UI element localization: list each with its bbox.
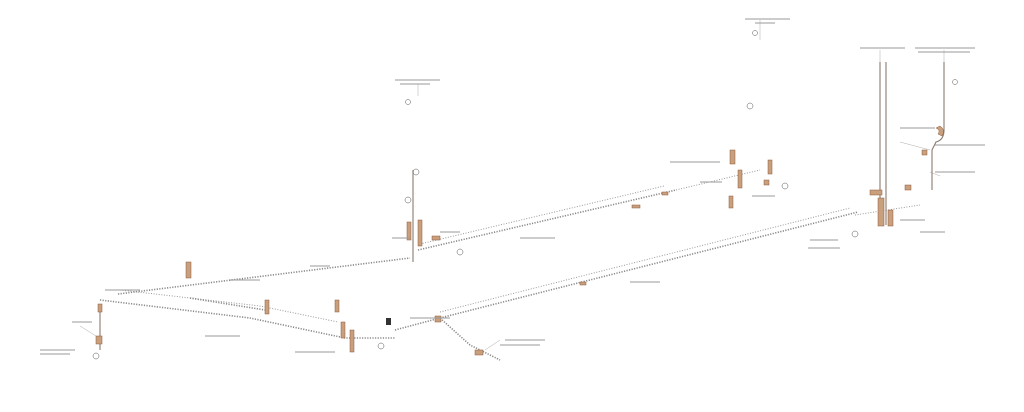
fitting — [921, 149, 928, 156]
fitting — [661, 191, 669, 196]
fitting — [431, 235, 441, 241]
fitting — [904, 184, 912, 191]
fitting — [729, 149, 736, 165]
pipe-run-lower-left-2 — [119, 289, 339, 323]
fixture-symbol — [851, 230, 859, 238]
fitting — [349, 329, 355, 353]
fitting — [763, 179, 770, 186]
fixture-symbol — [456, 248, 464, 256]
fitting — [869, 189, 883, 196]
leader-line — [484, 339, 501, 351]
fitting — [474, 349, 484, 356]
fixture-symbol — [92, 352, 100, 360]
fitting — [334, 299, 340, 313]
fitting — [97, 303, 103, 313]
main-pipe-runs — [99, 169, 921, 361]
fitting — [185, 261, 192, 279]
fitting-elbow — [935, 125, 944, 137]
fixture-symbols — [92, 30, 958, 360]
annotation-text-blocks — [40, 18, 985, 355]
fixture-symbol — [405, 99, 411, 105]
fitting — [406, 221, 412, 241]
fitting — [737, 169, 743, 189]
risers — [99, 62, 945, 350]
pipe-run-lower-center — [394, 317, 501, 361]
fixture-symbol — [752, 30, 758, 36]
fixture-symbol — [746, 102, 754, 110]
fitting — [264, 299, 270, 315]
annotation-leaders — [79, 20, 945, 351]
pipe-run-lower-left — [99, 299, 395, 339]
pipe-branch-left — [189, 297, 266, 311]
fitting — [95, 335, 103, 345]
fitting — [579, 281, 587, 286]
leader-line — [929, 171, 941, 177]
fixture-symbol — [412, 168, 420, 176]
fitting — [887, 209, 894, 227]
leader-line — [79, 325, 97, 337]
fitting — [728, 195, 734, 209]
fitting — [434, 315, 442, 323]
leader-line — [899, 141, 931, 151]
fitting — [417, 219, 423, 247]
pipe-run-lower-right — [439, 211, 859, 319]
pipe-run-center-to-right — [417, 189, 677, 251]
fitting — [767, 159, 773, 175]
fixture-symbol — [404, 196, 412, 204]
fitting — [340, 321, 346, 339]
fitting — [631, 204, 641, 209]
pipe-run-far-right — [854, 204, 921, 216]
riser-far-right — [931, 62, 945, 190]
fixture-symbol — [377, 342, 385, 350]
valve-icon — [386, 318, 391, 325]
pipe-run-right-cluster — [675, 169, 761, 191]
pipe-run-center-to-right-2 — [419, 185, 665, 245]
pipe-run-upper-left — [117, 257, 411, 295]
fittings — [95, 125, 944, 356]
pipe-run-lower-right-2 — [439, 207, 851, 313]
fitting — [877, 197, 885, 227]
fixture-symbol — [781, 182, 789, 190]
fixture-symbol — [952, 79, 958, 85]
